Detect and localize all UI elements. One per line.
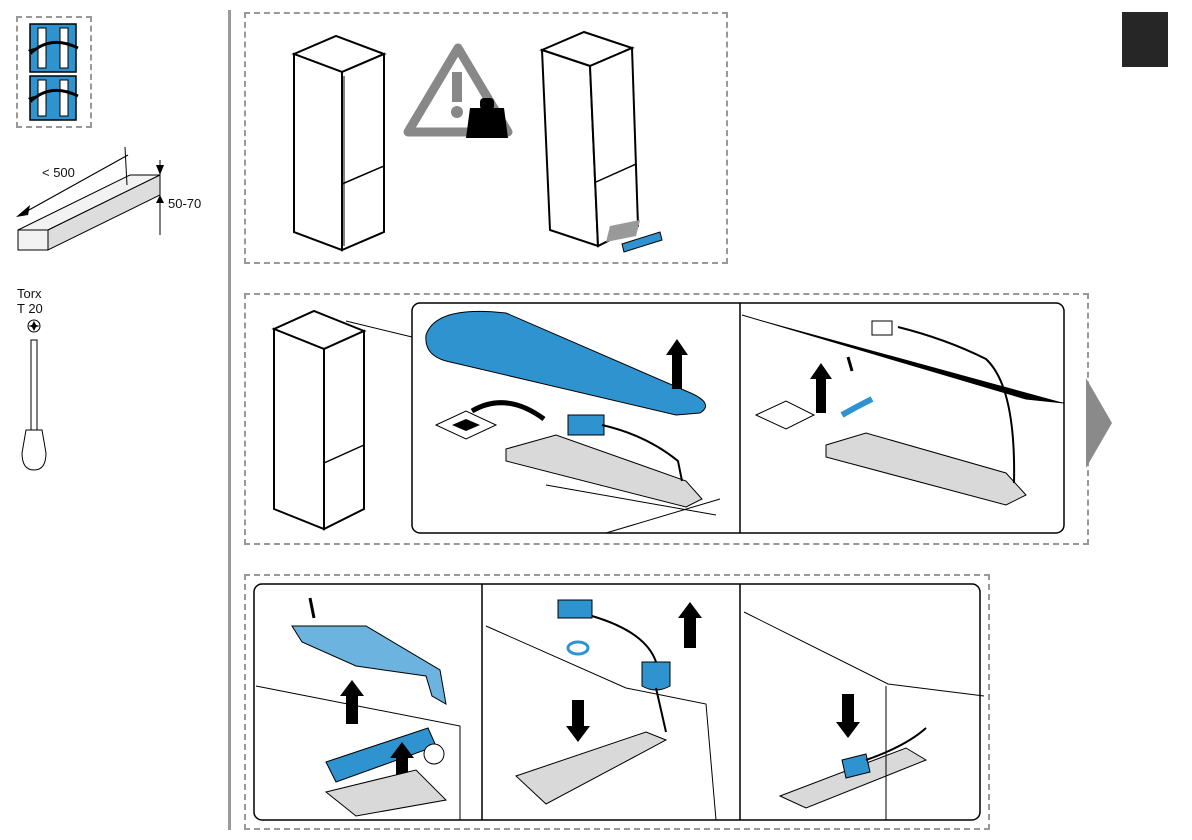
dimension-height-label: 50-70 <box>168 197 201 211</box>
tool-name-label: Torx <box>17 287 42 301</box>
connector-plug-icon <box>568 415 604 435</box>
step-panel-1 <box>244 12 728 264</box>
door-reversal-box <box>16 16 92 128</box>
page-tab-marker <box>1122 12 1168 67</box>
fridge-illustration <box>274 311 412 529</box>
step-panel-2 <box>244 293 1089 545</box>
tool-size-label: T 20 <box>17 302 43 316</box>
warning-weight-icon <box>408 48 508 138</box>
dimension-width-label: < 500 <box>42 166 75 180</box>
door-reversal-icon <box>18 18 90 126</box>
next-step-arrow-icon[interactable] <box>1086 378 1114 468</box>
fridge-illustration <box>294 36 384 250</box>
step-panel-3 <box>244 574 990 830</box>
sidebar-divider <box>228 10 231 830</box>
tilted-fridge-illustration <box>542 32 662 252</box>
torx-screwdriver-icon <box>14 318 54 478</box>
